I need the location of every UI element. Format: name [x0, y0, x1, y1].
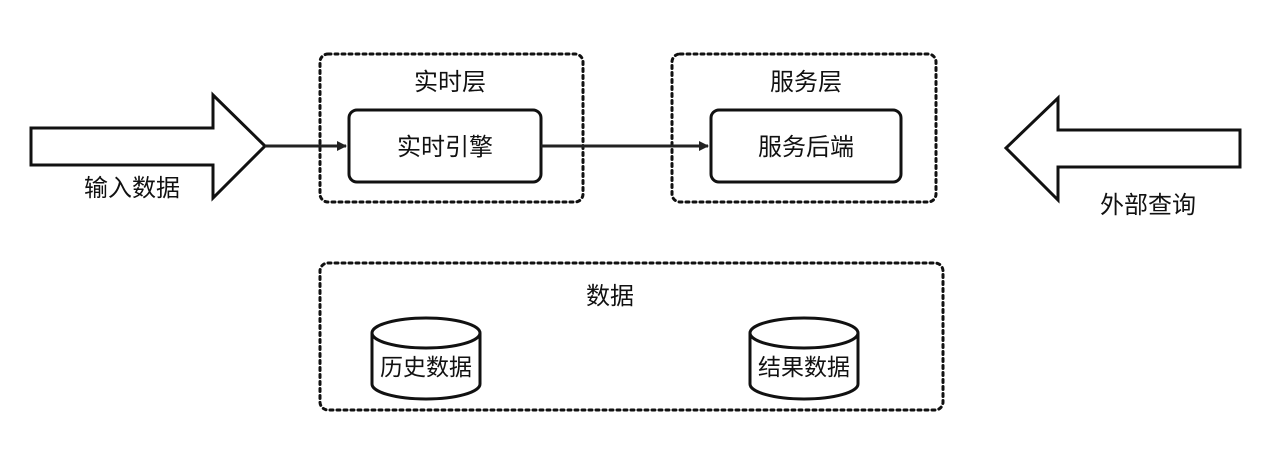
database-cylinder-top [370, 316, 482, 350]
service-layer: 服务层 服务后端 [670, 52, 938, 204]
service-layer-title: 服务层 [770, 68, 842, 96]
database-cylinder-icon [370, 333, 482, 401]
data-layer-boundary [318, 261, 945, 412]
input-data-label: 输入数据 [84, 174, 180, 202]
block-arrow-left-icon [1003, 94, 1242, 204]
realtime-engine-label: 实时引擎 [397, 133, 493, 161]
external-query-arrow: 外部查询 [1003, 94, 1242, 219]
external-query-label: 外部查询 [1100, 191, 1196, 219]
service-backend-label: 服务后端 [758, 133, 854, 161]
historical-data-label: 历史数据 [380, 355, 472, 381]
service-backend-box [709, 108, 903, 184]
realtime-layer: 实时层 实时引擎 [318, 52, 585, 204]
database-cylinder-icon [748, 333, 860, 401]
block-arrow-right-icon [29, 91, 268, 202]
input-data-arrow: 输入数据 [29, 91, 268, 202]
realtime-layer-title: 实时层 [414, 68, 486, 96]
realtime-layer-boundary [318, 52, 585, 204]
data-layer-title: 数据 [586, 282, 634, 310]
result-data-label: 结果数据 [758, 355, 850, 381]
historical-data-store: 历史数据 [370, 316, 482, 401]
data-layer: 数据 历史数据 结果数据 [318, 261, 945, 412]
database-cylinder-top [748, 316, 860, 350]
result-data-store: 结果数据 [748, 316, 860, 401]
service-layer-boundary [670, 52, 938, 204]
